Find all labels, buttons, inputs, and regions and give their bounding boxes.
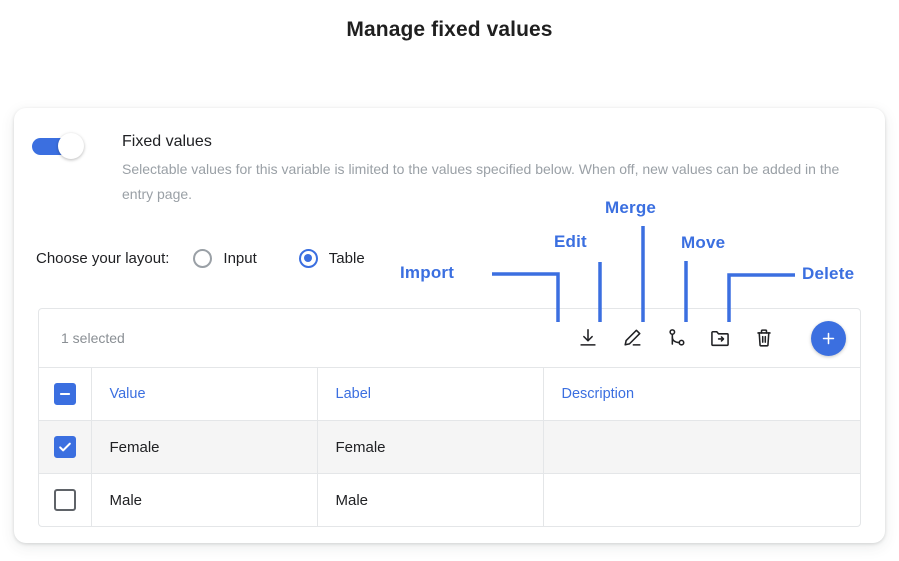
radio-input-label: Input (223, 249, 257, 267)
radio-option-table[interactable]: Table (298, 248, 365, 268)
radio-input-icon[interactable] (193, 248, 213, 268)
download-icon[interactable] (576, 326, 600, 350)
selected-count-label: 1 selected (61, 330, 125, 346)
cell-description (542, 473, 860, 526)
cell-label: Female (316, 420, 543, 474)
layout-chooser-label: Choose your layout: (36, 249, 170, 267)
folder-arrow-icon[interactable] (708, 326, 732, 350)
radio-table-label: Table (328, 249, 365, 267)
values-table: Value Label Description Female Fe (39, 368, 860, 526)
radio-option-input[interactable]: Input (193, 248, 257, 268)
table-toolbar: 1 selected (39, 309, 860, 368)
trash-icon[interactable] (752, 326, 776, 350)
check-icon (59, 442, 71, 452)
cell-label: Male (316, 473, 543, 526)
fixed-values-text-block: Fixed values Selectable values for this … (122, 129, 867, 207)
select-all-cell (39, 368, 91, 421)
minus-icon (59, 393, 71, 395)
select-all-checkbox[interactable] (54, 383, 76, 405)
fixed-values-title: Fixed values (122, 133, 212, 150)
table-toolbar-actions (576, 309, 776, 367)
fixed-values-card: Fixed values Selectable values for this … (14, 108, 885, 543)
table-header-row: Value Label Description (39, 368, 860, 421)
row-checkbox[interactable] (54, 489, 76, 511)
layout-chooser: Choose your layout: Input Table (36, 245, 407, 271)
cell-value: Male (90, 473, 317, 526)
table-row[interactable]: Female Female (39, 420, 860, 474)
merge-branch-icon[interactable] (664, 326, 688, 350)
column-header-value[interactable]: Value (90, 368, 317, 421)
plus-icon (822, 332, 835, 345)
column-header-label[interactable]: Label (316, 368, 543, 421)
table-row[interactable]: Male Male (39, 473, 860, 527)
add-value-button[interactable] (811, 321, 846, 356)
page-title: Manage fixed values (346, 18, 553, 41)
column-header-description[interactable]: Description (542, 368, 860, 421)
row-select-cell (39, 474, 91, 527)
pencil-icon[interactable] (620, 326, 644, 350)
row-checkbox[interactable] (54, 436, 76, 458)
radio-table-icon[interactable] (298, 248, 318, 268)
cell-description (542, 420, 860, 474)
fixed-values-setting: Fixed values Selectable values for this … (32, 129, 867, 207)
values-table-container: 1 selected (38, 308, 861, 527)
toggle-knob[interactable] (58, 133, 84, 159)
fixed-values-description: Selectable values for this variable is l… (122, 161, 840, 202)
row-select-cell (39, 420, 91, 474)
cell-value: Female (90, 420, 317, 474)
fixed-values-toggle[interactable] (32, 133, 86, 159)
